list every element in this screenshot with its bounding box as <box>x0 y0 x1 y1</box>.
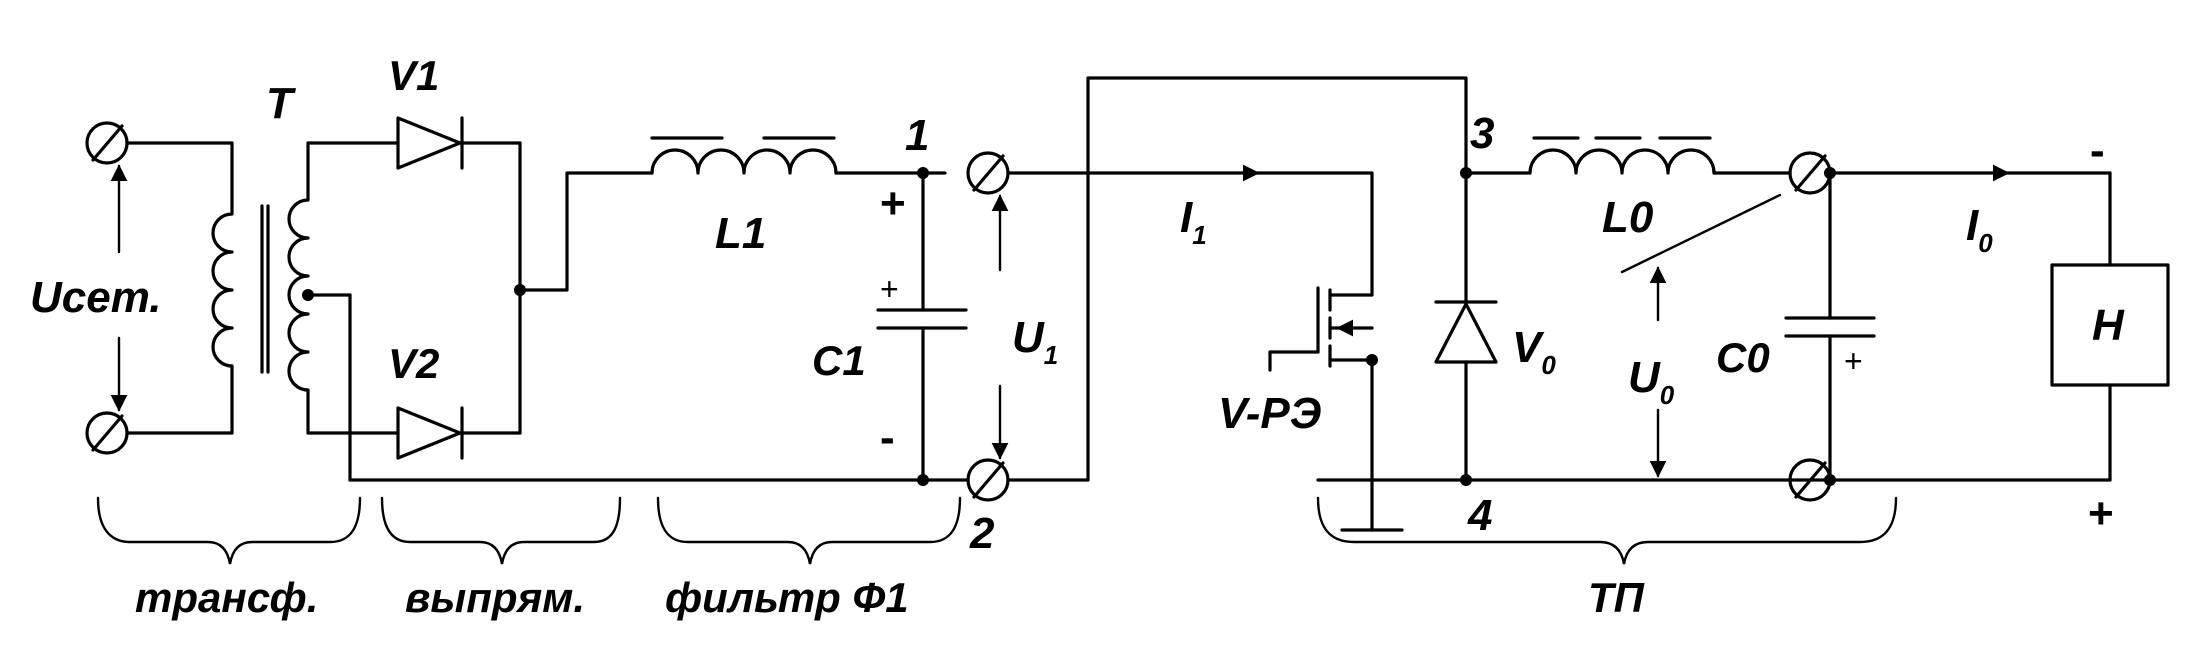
capacitor-c0-label: C0 <box>1716 334 1770 381</box>
transformer-primary <box>125 141 234 435</box>
transformer-secondary <box>287 141 310 435</box>
mains-terminal-top <box>85 121 129 165</box>
wire-return-loop <box>1006 76 1468 482</box>
transformer-core <box>260 204 270 374</box>
diagonal-mark <box>1620 193 1782 274</box>
diode-v0-label: V0 <box>1512 323 1556 380</box>
voltage-u1-label: U1 <box>1012 313 1058 370</box>
diode-v1-label: V1 <box>388 52 439 99</box>
output-plus-sign: + <box>2088 489 2114 538</box>
capacitor-c1-plus: + <box>880 271 899 307</box>
diode-v0 <box>1434 171 1498 482</box>
wire-to-l1 <box>518 171 654 292</box>
node-4-label: 4 <box>1467 491 1492 540</box>
current-i0-label: I0 <box>1966 201 1993 258</box>
node-1-label: 1 <box>905 111 929 160</box>
brace-filter <box>656 496 962 565</box>
node-3-label: 3 <box>1470 109 1494 158</box>
node-2-label: 2 <box>969 509 995 558</box>
capacitor-c1 <box>876 171 968 482</box>
terminal-1 <box>966 151 1010 195</box>
inductor-l1 <box>650 136 838 175</box>
current-i1-label: I1 <box>1180 193 1207 250</box>
switch-label: V-РЭ <box>1218 389 1321 438</box>
inductor-l0 <box>1528 136 1716 175</box>
group-label-rectifier: выпрям. <box>405 574 585 621</box>
group-label-converter: ТП <box>1588 574 1645 621</box>
group-label-filter: фильтр Ф1 <box>665 574 909 621</box>
junction-dot <box>1366 354 1378 366</box>
capacitor-c0 <box>1784 171 1876 482</box>
diode-v2 <box>396 406 464 460</box>
transformer-label: T <box>266 79 296 128</box>
capacitor-c1-label: C1 <box>812 337 866 384</box>
terminal-2 <box>966 458 1010 502</box>
minus-sign-2: - <box>880 413 895 462</box>
inductor-l1-label: L1 <box>715 209 766 258</box>
capacitor-c0-plus: + <box>1844 343 1863 379</box>
junction-dot <box>302 289 314 301</box>
voltage-u0-label: U0 <box>1628 353 1675 410</box>
mains-voltage-label: Uсет. <box>30 273 161 322</box>
brace-rectifier <box>380 496 622 565</box>
output-minus-sign: - <box>2090 126 2105 175</box>
group-label-transformer: трансф. <box>135 574 318 621</box>
plus-sign-1: + <box>880 179 906 228</box>
diode-v2-label: V2 <box>388 340 439 387</box>
ground-symbol <box>1340 478 1404 532</box>
mains-terminal-bottom <box>85 411 129 455</box>
load-label: Н <box>2092 301 2125 350</box>
diode-v1 <box>396 116 464 170</box>
brace-transformer <box>96 496 362 565</box>
inductor-l0-label: L0 <box>1602 193 1654 242</box>
brace-converter <box>1316 496 1898 565</box>
junction-dot <box>1824 474 1836 486</box>
